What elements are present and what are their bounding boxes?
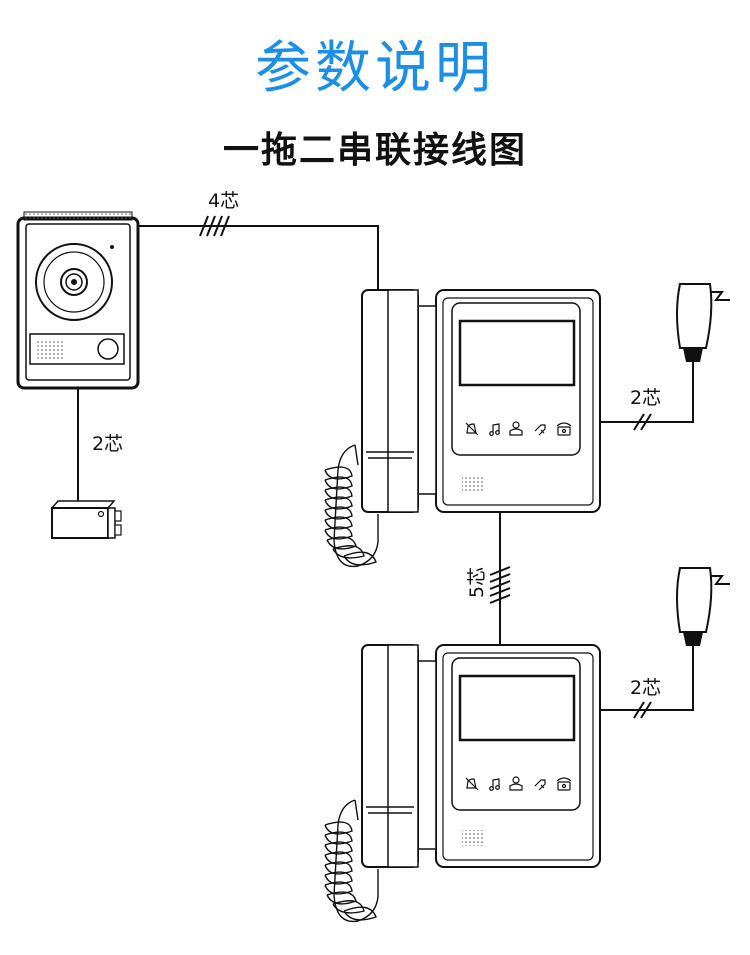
phone-icon xyxy=(556,422,572,436)
speaker-grille xyxy=(462,475,484,491)
link-cable xyxy=(489,512,511,645)
phone-icon xyxy=(556,777,572,791)
function-buttons xyxy=(465,421,572,436)
lock-cable-label: 2芯 xyxy=(92,433,123,455)
call-button-icon xyxy=(97,338,119,360)
handset-1 xyxy=(361,289,419,513)
link-cable-label: 5芯 xyxy=(466,567,488,598)
user-icon xyxy=(509,421,523,436)
unlock-icon xyxy=(534,779,546,791)
unlock-icon xyxy=(534,424,546,436)
mute-icon xyxy=(465,777,479,791)
coiled-cord-2 xyxy=(324,799,379,923)
page-title: 参数说明 xyxy=(255,36,495,101)
outdoor-cable xyxy=(138,215,379,290)
electric-lock xyxy=(50,500,122,539)
power-adapter-1 xyxy=(600,283,730,431)
music-icon xyxy=(489,423,500,436)
outdoor-camera-unit xyxy=(16,211,140,390)
coiled-cord-1 xyxy=(324,444,379,568)
power-adapter-2 xyxy=(600,567,730,719)
user-icon xyxy=(509,776,523,791)
function-buttons xyxy=(465,776,572,791)
music-icon xyxy=(489,778,500,791)
indoor-monitor-1 xyxy=(417,289,601,513)
power1-cable-label: 2芯 xyxy=(630,387,661,409)
handset-2 xyxy=(361,644,419,868)
indoor-monitor-2 xyxy=(417,644,601,868)
outdoor-cable-label: 4芯 xyxy=(208,190,239,212)
diagram-subtitle: 一拖二串联接线图 xyxy=(222,130,527,171)
mute-icon xyxy=(465,422,479,436)
speaker-grille xyxy=(462,830,484,846)
power2-cable-label: 2芯 xyxy=(630,677,661,699)
